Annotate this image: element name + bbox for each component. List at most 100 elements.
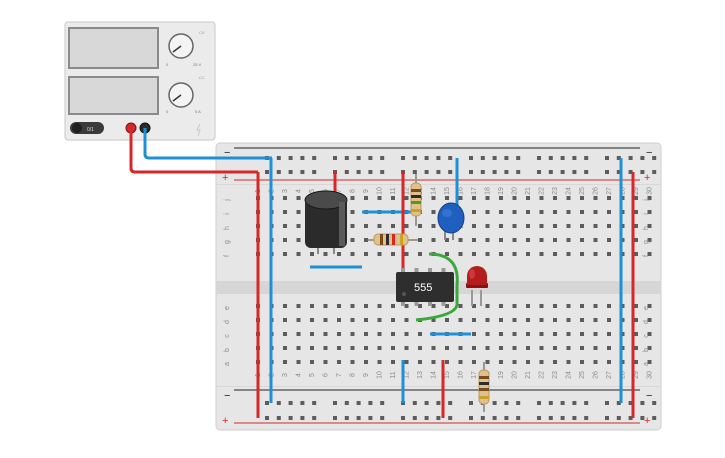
rail-hole[interactable] [584,416,589,420]
breadboard-hole[interactable] [607,360,611,364]
breadboard-hole[interactable] [283,360,287,364]
breadboard-hole[interactable] [391,318,395,322]
rail-hole[interactable] [424,416,429,420]
breadboard-hole[interactable] [607,238,611,242]
breadboard-hole[interactable] [283,332,287,336]
breadboard-hole[interactable] [431,304,436,308]
rail-hole[interactable] [504,416,509,420]
rail-hole[interactable] [333,416,337,420]
breadboard-hole[interactable] [350,360,355,364]
breadboard-hole[interactable] [350,332,355,336]
breadboard-hole[interactable] [512,252,517,256]
breadboard-hole[interactable] [634,360,638,364]
breadboard-hole[interactable] [526,360,530,364]
breadboard-hole[interactable] [485,346,490,350]
rail-hole[interactable] [401,156,405,160]
breadboard-hole[interactable] [499,360,503,364]
rail-hole[interactable] [344,416,349,420]
rail-hole[interactable] [492,401,497,405]
breadboard-hole[interactable] [512,346,517,350]
breadboard-hole[interactable] [310,304,314,308]
rail-hole[interactable] [504,170,509,174]
rail-hole[interactable] [605,401,609,405]
breadboard-hole[interactable] [283,346,287,350]
breadboard-hole[interactable] [566,346,571,350]
rail-hole[interactable] [628,401,633,405]
red-led[interactable] [466,266,488,306]
rail-hole[interactable] [572,401,577,405]
breadboard-hole[interactable] [377,360,382,364]
rail-hole[interactable] [333,401,337,405]
resistor-middle[interactable] [368,233,418,246]
rail-hole[interactable] [412,416,417,420]
breadboard-hole[interactable] [472,238,476,242]
rail-hole[interactable] [424,156,429,160]
breadboard-hole[interactable] [418,360,422,364]
breadboard-hole[interactable] [512,238,517,242]
rail-hole[interactable] [516,156,521,160]
breadboard-hole[interactable] [350,346,355,350]
breadboard-hole[interactable] [377,318,382,322]
rail-hole[interactable] [605,170,609,174]
breadboard-hole[interactable] [485,224,490,228]
breadboard-hole[interactable] [310,332,314,336]
breadboard-hole[interactable] [377,252,382,256]
breadboard-hole[interactable] [431,238,436,242]
rail-hole[interactable] [288,170,293,174]
breadboard-hole[interactable] [323,332,328,336]
breadboard-hole[interactable] [472,318,476,322]
breadboard-hole[interactable] [364,346,368,350]
breadboard-hole[interactable] [607,224,611,228]
breadboard-hole[interactable] [607,332,611,336]
breadboard-hole[interactable] [431,196,436,200]
breadboard-hole[interactable] [472,210,476,214]
breadboard-hole[interactable] [634,304,638,308]
rail-hole[interactable] [616,156,621,160]
breadboard-hole[interactable] [391,332,395,336]
breadboard-hole[interactable] [377,332,382,336]
breadboard-hole[interactable] [296,332,301,336]
rail-hole[interactable] [652,401,657,405]
breadboard-hole[interactable] [377,196,382,200]
breadboard-hole[interactable] [350,196,355,200]
breadboard-hole[interactable] [593,346,598,350]
breadboard-hole[interactable] [323,360,328,364]
breadboard-hole[interactable] [593,360,598,364]
breadboard-hole[interactable] [458,252,463,256]
rail-hole[interactable] [312,156,317,160]
rail-hole[interactable] [312,170,317,174]
breadboard-hole[interactable] [647,346,652,350]
rail-hole[interactable] [380,156,385,160]
breadboard-hole[interactable] [364,332,368,336]
breadboard-hole[interactable] [647,238,652,242]
breadboard-hole[interactable] [593,304,598,308]
rail-hole[interactable] [344,170,349,174]
breadboard-hole[interactable] [607,196,611,200]
breadboard-hole[interactable] [580,304,584,308]
breadboard-hole[interactable] [350,304,355,308]
breadboard-hole[interactable] [458,196,463,200]
breadboard-hole[interactable] [485,238,490,242]
breadboard-hole[interactable] [350,210,355,214]
rail-hole[interactable] [652,156,657,160]
breadboard-hole[interactable] [647,318,652,322]
breadboard-hole[interactable] [593,238,598,242]
rail-hole[interactable] [276,416,281,420]
breadboard-hole[interactable] [607,252,611,256]
breadboard-hole[interactable] [472,332,476,336]
breadboard-hole[interactable] [404,360,409,364]
rail-hole[interactable] [492,170,497,174]
rail-hole[interactable] [312,401,317,405]
breadboard-hole[interactable] [458,304,463,308]
breadboard-hole[interactable] [499,318,503,322]
breadboard-hole[interactable] [404,332,409,336]
rail-hole[interactable] [480,156,485,160]
rail-hole[interactable] [504,401,509,405]
breadboard-hole[interactable] [404,224,409,228]
breadboard-hole[interactable] [526,210,530,214]
breadboard-hole[interactable] [607,318,611,322]
rail-hole[interactable] [344,156,349,160]
breadboard-hole[interactable] [418,224,422,228]
breadboard-hole[interactable] [647,252,652,256]
breadboard-hole[interactable] [634,196,638,200]
